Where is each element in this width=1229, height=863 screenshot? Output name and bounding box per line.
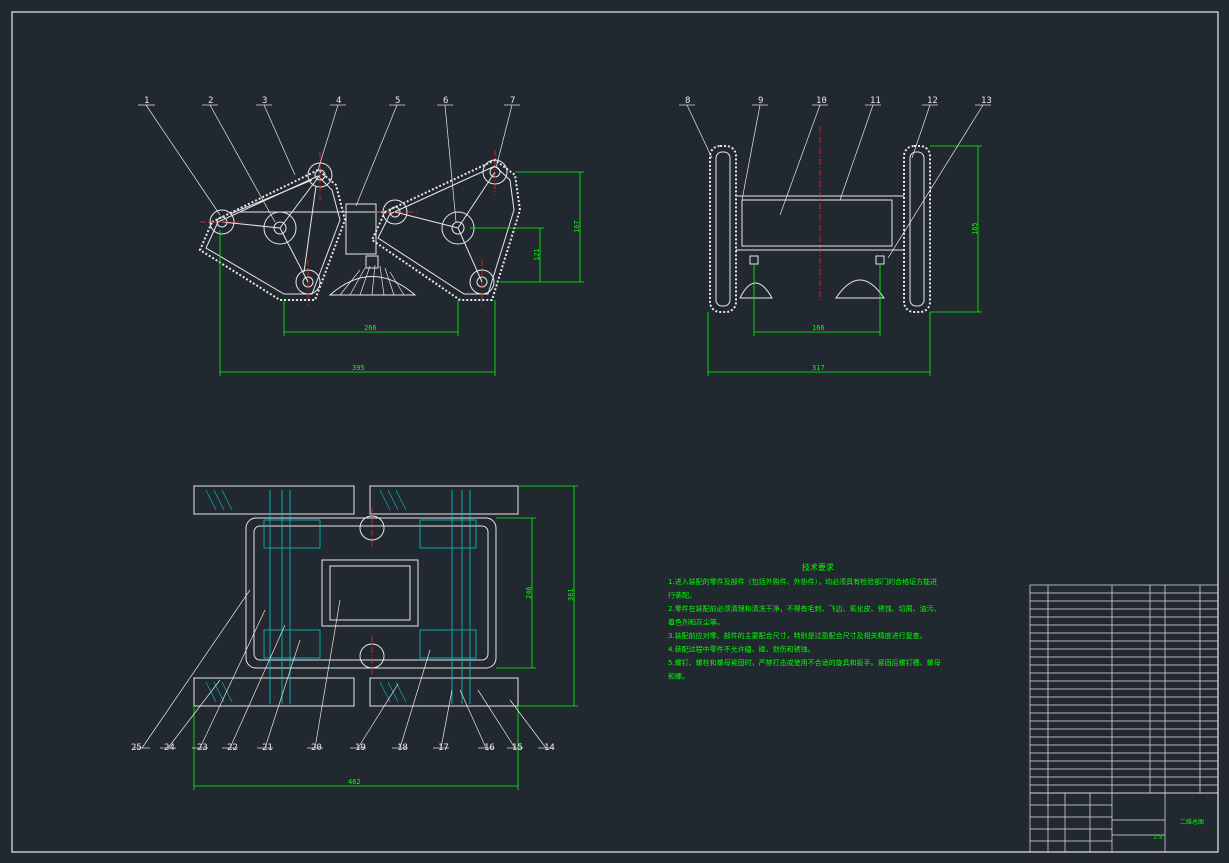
side-leaders xyxy=(679,104,991,259)
part-label: 16 xyxy=(484,743,495,753)
dim-top-inner: 246 xyxy=(525,586,533,599)
drawing-name: 二维总图 xyxy=(1180,818,1204,826)
tech-req-line: 1.进入装配的零件及部件（包括外购件、外协件），均必须具有检验部门的合格证方能进 xyxy=(668,577,937,586)
front-centerlines xyxy=(200,150,496,305)
part-label: 8 xyxy=(685,96,690,106)
front-leaders xyxy=(138,104,520,223)
technical-requirements: 技术要求 1.进入装配的零件及部件（包括外购件、外协件），均必须具有检验部门的合… xyxy=(668,562,941,681)
top-view-hatch xyxy=(205,489,407,703)
top-leaders xyxy=(134,589,554,749)
dim-side-inner: 166 xyxy=(812,324,825,332)
part-label: 24 xyxy=(164,743,175,753)
top-view-hidden xyxy=(263,490,477,704)
part-label: 22 xyxy=(227,743,238,753)
title-block xyxy=(1029,792,1219,853)
dim-top-width: 462 xyxy=(348,778,361,786)
part-label: 10 xyxy=(816,96,827,106)
part-label: 9 xyxy=(758,96,763,106)
tech-req-line: 2.零件在装配前必须清理和清洗干净，不得有毛刺、飞边、氧化皮、锈蚀、切屑、油污、 xyxy=(668,604,941,613)
tech-req-line: 5.螺钉、螺栓和螺母紧固时，严禁打击或使用不合适的旋具和扳手。紧固后螺钉槽、螺母 xyxy=(668,658,941,667)
dimension-texts: 395 266 167 121 317 166 165 462 361 246 xyxy=(348,220,979,786)
part-label: 14 xyxy=(544,743,555,753)
part-label: 23 xyxy=(197,743,208,753)
front-view xyxy=(198,158,522,301)
part-label: 25 xyxy=(131,743,142,753)
drawing-scale: 1:5 xyxy=(1153,834,1163,841)
part-label: 1 xyxy=(144,96,149,106)
part-label: 20 xyxy=(311,743,322,753)
part-label: 3 xyxy=(262,96,267,106)
dim-side-overall: 317 xyxy=(812,364,825,372)
top-view xyxy=(193,485,519,707)
part-label: 19 xyxy=(355,743,366,753)
part-label: 17 xyxy=(438,743,449,753)
parts-list xyxy=(1029,584,1219,794)
part-label: 13 xyxy=(981,96,992,106)
part-label: 12 xyxy=(927,96,938,106)
dim-front-inner: 121 xyxy=(533,248,541,261)
side-dimensions xyxy=(707,145,982,376)
tech-req-line: 4.装配过程中零件不允许磕、碰、划伤和锈蚀。 xyxy=(668,645,815,654)
dim-top-height: 361 xyxy=(567,588,575,601)
tech-req-line: 着色剂和灰尘等。 xyxy=(668,618,724,627)
part-label: 5 xyxy=(395,96,400,106)
tech-req-line: 3.装配前应对零、部件的主要配合尺寸，特别是过盈配合尺寸及相关精度进行复查。 xyxy=(668,631,927,640)
part-label: 2 xyxy=(208,96,213,106)
part-label: 11 xyxy=(870,96,881,106)
tech-req-line: 行装配。 xyxy=(668,591,696,600)
dim-front-height: 167 xyxy=(573,220,581,233)
tech-req-title: 技术要求 xyxy=(802,562,834,572)
part-label: 15 xyxy=(512,743,523,753)
dim-front-overall: 395 xyxy=(352,364,365,372)
title-block-text: 二维总图 1:5 xyxy=(1153,818,1204,841)
part-label: 7 xyxy=(510,96,515,106)
top-dimensions xyxy=(193,485,578,790)
tech-req-line: 和螺。 xyxy=(668,672,689,681)
part-label: 6 xyxy=(443,96,448,106)
part-label: 21 xyxy=(262,743,273,753)
drawing-frame xyxy=(11,11,1219,853)
front-dimensions xyxy=(219,171,584,376)
dim-side-height: 165 xyxy=(971,222,979,235)
dim-front-span: 266 xyxy=(364,324,377,332)
part-label: 4 xyxy=(336,96,341,106)
part-label: 18 xyxy=(397,743,408,753)
